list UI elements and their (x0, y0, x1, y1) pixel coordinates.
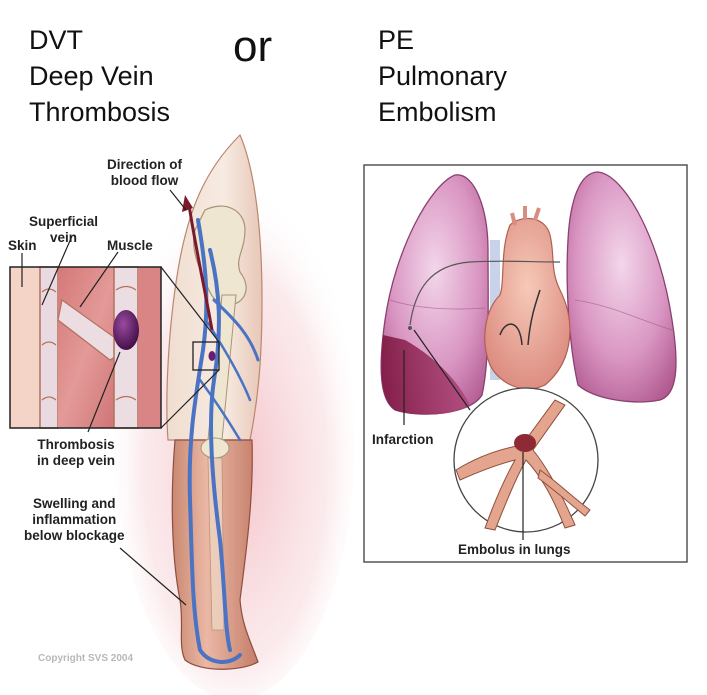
pe-line2: Embolism (378, 97, 497, 127)
dvt-leader-lines (21, 189, 187, 606)
dvt-abbr: DVT (29, 25, 83, 55)
label-infarction: Infarction (372, 432, 434, 447)
label-thrombosis-in-deep-vein: Thrombosis in deep vein (37, 437, 116, 468)
pe-line1: Pulmonary (378, 61, 508, 91)
blood-flow-arrow (187, 204, 214, 331)
heart-flow-arrow (499, 323, 523, 346)
dvt-line2: Thrombosis (29, 97, 171, 127)
or-separator: or (233, 22, 273, 71)
pe-illustration (363, 164, 688, 563)
label-embolus-in-lungs: Embolus in lungs (458, 542, 571, 557)
embolus-clot (514, 434, 536, 452)
inset-connector-top (160, 266, 220, 343)
thrombus-clot (113, 310, 139, 350)
clot-small (208, 351, 216, 361)
dvt-heading: DVT Deep Vein Thrombosis (29, 22, 170, 130)
label-skin: Skin (8, 238, 37, 253)
clot-locator-box (192, 341, 220, 371)
copyright-text: Copyright SVS 2004 (38, 653, 134, 664)
label-superficial-vein: Superficial vein (29, 214, 99, 245)
pulmonary-vessels (455, 399, 591, 531)
pulmonary-artery-line (409, 260, 561, 326)
inset-connector-bottom (160, 369, 220, 429)
tibia-bone (207, 457, 225, 631)
pe-heading: PE Pulmonary Embolism (378, 22, 507, 130)
label-muscle: Muscle (107, 238, 153, 253)
label-direction-of-blood-flow: Direction of blood flow (107, 157, 183, 188)
label-swelling-and-inflammation: Swelling and inflammation below blockage (24, 496, 125, 543)
aorta-branches (510, 206, 541, 226)
vein-inset (9, 266, 162, 429)
pe-abbr: PE (378, 25, 415, 55)
right-lung (566, 171, 677, 403)
kneecap (200, 437, 230, 459)
dvt-line1: Deep Vein (29, 61, 154, 91)
